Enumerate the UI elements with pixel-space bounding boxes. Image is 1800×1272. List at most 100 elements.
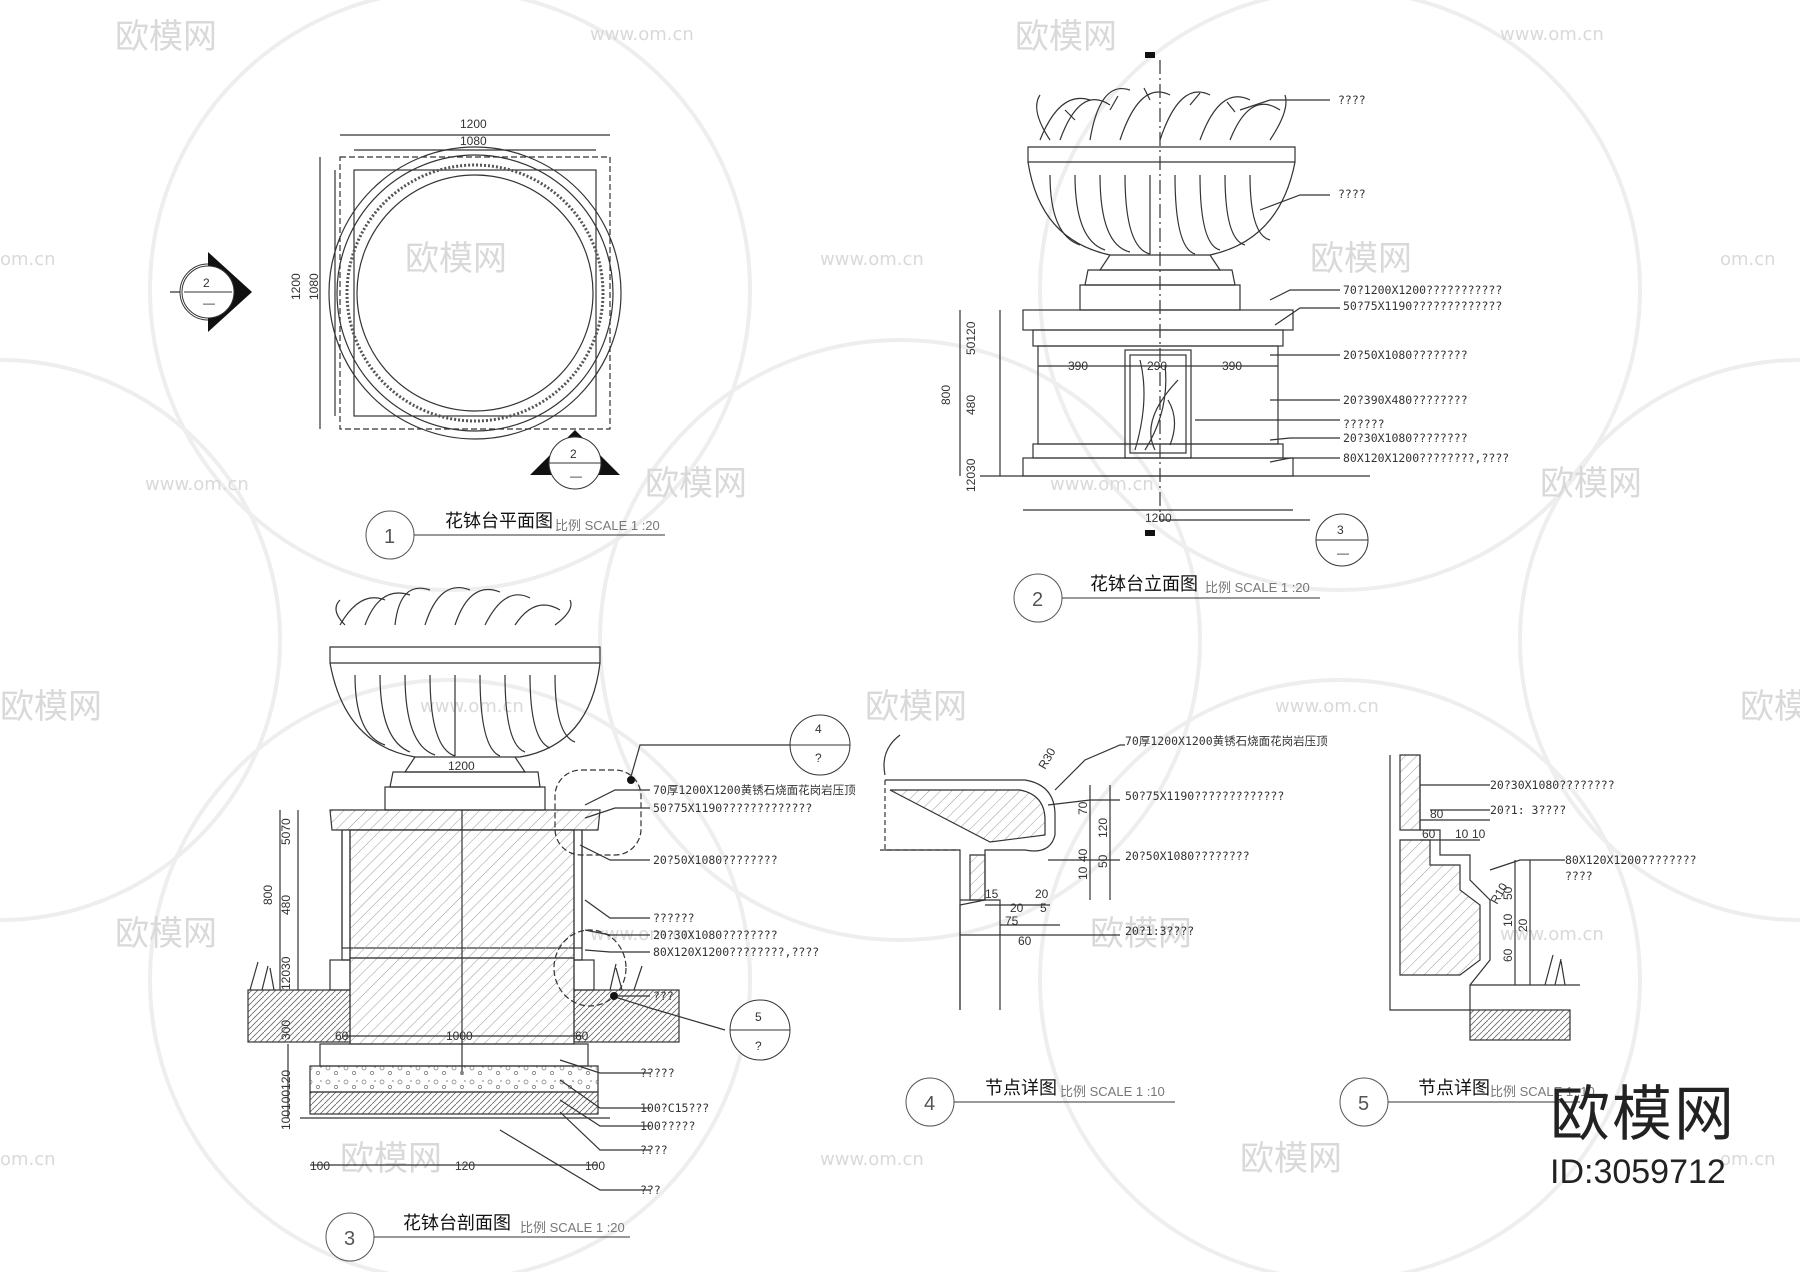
view-number: 2 — [1032, 589, 1043, 611]
dim-100-left: 100 — [310, 1159, 330, 1173]
svg-text:R30: R30 — [1035, 745, 1058, 771]
svg-text:5: 5 — [1040, 901, 1047, 915]
detail-4-dims: R30 70 120 50 40 10 15 20 20 75 60 5 — [985, 745, 1110, 948]
section-marker-a — [179, 252, 252, 332]
dim-12030: 12030 — [964, 458, 978, 492]
detail-marker-5 — [729, 999, 791, 1061]
detail-4-view — [880, 734, 1125, 1010]
svg-text:20: 20 — [1035, 887, 1049, 901]
watermark-url: om.cn — [0, 249, 56, 270]
marker-b-bottom: — — [570, 469, 582, 483]
svg-text:75: 75 — [1005, 914, 1019, 928]
svg-text:80X120X1200????????: 80X120X1200???????? — [1565, 853, 1697, 867]
watermark-url: www.om.cn — [1500, 24, 1604, 45]
dim-1200-vertical: 1200 — [289, 273, 303, 300]
svg-text:70厚1200X1200黄锈石烧面花岗岩压顶: 70厚1200X1200黄锈石烧面花岗岩压顶 — [1125, 734, 1328, 748]
watermark-logo: 欧模网 — [1740, 687, 1800, 727]
dim-1200: 1200 — [460, 117, 487, 131]
dim-12030: 12030 — [279, 956, 293, 990]
svg-text:???: ??? — [640, 1183, 661, 1197]
section-marker-b — [530, 430, 620, 490]
svg-text:100?????: 100????? — [640, 1119, 695, 1133]
callout-dot — [610, 992, 618, 1000]
dim-390-left: 390 — [1068, 359, 1088, 373]
view-number: 5 — [1358, 1093, 1369, 1115]
svg-text:100?C15???: 100?C15??? — [640, 1101, 709, 1115]
watermark-url: om.cn — [1720, 249, 1776, 270]
svg-text:20?30X1080????????: 20?30X1080???????? — [1343, 431, 1468, 445]
marker-a-bottom: — — [203, 296, 215, 310]
watermark-url: www.om.cn — [1500, 924, 1604, 945]
watermark-logo: 欧模网 — [405, 239, 507, 279]
watermark-url: www.om.cn — [1275, 696, 1379, 717]
marker-a-top: 2 — [203, 276, 210, 290]
marker-4-bottom: ? — [815, 751, 822, 765]
svg-text:20?50X1080????????: 20?50X1080???????? — [1125, 849, 1250, 863]
watermark-logo: 欧模网 — [1310, 239, 1412, 279]
svg-text:50: 50 — [1501, 886, 1515, 900]
marker-5-top: 5 — [755, 1010, 762, 1024]
svg-text:10: 10 — [1076, 866, 1090, 880]
view-title: 节点详图 — [1418, 1078, 1490, 1099]
dim-1080: 1080 — [460, 134, 487, 148]
dim-120: 120 — [455, 1159, 475, 1173]
watermark-url: www.om.cn — [820, 249, 924, 270]
marker-c-top: 3 — [1337, 523, 1344, 537]
view-number: 4 — [924, 1093, 935, 1115]
watermark-url: www.om.cn — [1050, 474, 1154, 495]
svg-text:60: 60 — [1018, 934, 1032, 948]
marker-b-top: 2 — [570, 447, 577, 461]
svg-text:80X120X1200????????,????: 80X120X1200????????,???? — [1343, 451, 1509, 465]
brand-id: ID:3059712 — [1550, 1153, 1726, 1191]
watermark-url: www.om.cn — [590, 24, 694, 45]
svg-text:???: ??? — [653, 989, 674, 1003]
watermark-url: om.cn — [1720, 1149, 1776, 1170]
dim-480: 480 — [279, 895, 293, 915]
watermark-url: www.om.cn — [145, 474, 249, 495]
watermark-logo: 欧模网 — [340, 1139, 442, 1179]
svg-text:120: 120 — [1096, 818, 1110, 838]
dim-1080-vertical: 1080 — [307, 273, 321, 300]
dim-100-right: 100 — [585, 1159, 605, 1173]
plan-view — [170, 134, 622, 440]
svg-text:10: 10 — [1472, 827, 1486, 841]
svg-text:??????: ?????? — [1343, 417, 1385, 431]
dim-50120: 50120 — [964, 321, 978, 355]
watermark-logo: 欧模网 — [115, 17, 217, 57]
section-marker-c — [1315, 513, 1369, 567]
svg-text:70?1200X1200???????????: 70?1200X1200??????????? — [1343, 283, 1502, 297]
detail-5-dims: 80 60 10 10 50 10 20 60 R10 — [1422, 807, 1530, 962]
dim-300: 300 — [279, 1020, 293, 1040]
svg-text:????: ???? — [1338, 93, 1366, 107]
dim-800: 800 — [261, 885, 275, 905]
dim-100100120: 100100120 — [279, 1070, 293, 1130]
dim-1000: 1000 — [446, 1029, 473, 1043]
svg-text:70厚1200X1200黄锈石烧面花岗岩压顶: 70厚1200X1200黄锈石烧面花岗岩压顶 — [653, 783, 856, 797]
detail-marker-4 — [789, 714, 851, 776]
svg-text:20: 20 — [1010, 901, 1024, 915]
svg-text:15: 15 — [985, 887, 999, 901]
watermark-logo: 欧模网 — [1090, 914, 1192, 954]
dim-1200: 1200 — [448, 759, 475, 773]
elevation-view — [959, 60, 1370, 521]
svg-text:????: ???? — [1338, 187, 1366, 201]
svg-text:80X120X1200????????,????: 80X120X1200????????,???? — [653, 945, 819, 959]
detail-5-notes: 20?30X1080???????? 20?1: 3???? 80X120X12… — [1490, 778, 1697, 883]
watermark-logo: 欧模网 — [115, 914, 217, 954]
svg-text:50?75X1190?????????????: 50?75X1190????????????? — [1343, 299, 1502, 313]
svg-text:20?30X1080????????: 20?30X1080???????? — [1490, 778, 1615, 792]
view-scale: 比例 SCALE 1 :20 — [555, 518, 660, 533]
view-number: 1 — [384, 526, 395, 548]
watermark-logo: 欧模网 — [1240, 1139, 1342, 1179]
svg-text:10: 10 — [1501, 913, 1515, 927]
marker-c-bottom: — — [1337, 546, 1349, 560]
view-scale: 比例 SCALE 1 :20 — [1205, 580, 1310, 595]
svg-text:??????: ?????? — [653, 911, 695, 925]
svg-text:10: 10 — [1455, 827, 1469, 841]
watermark-logo: 欧模网 — [1015, 17, 1117, 57]
marker-4-top: 4 — [815, 722, 822, 736]
svg-text:50?75X1190?????????????: 50?75X1190????????????? — [653, 801, 812, 815]
svg-text:????: ???? — [1565, 869, 1593, 883]
